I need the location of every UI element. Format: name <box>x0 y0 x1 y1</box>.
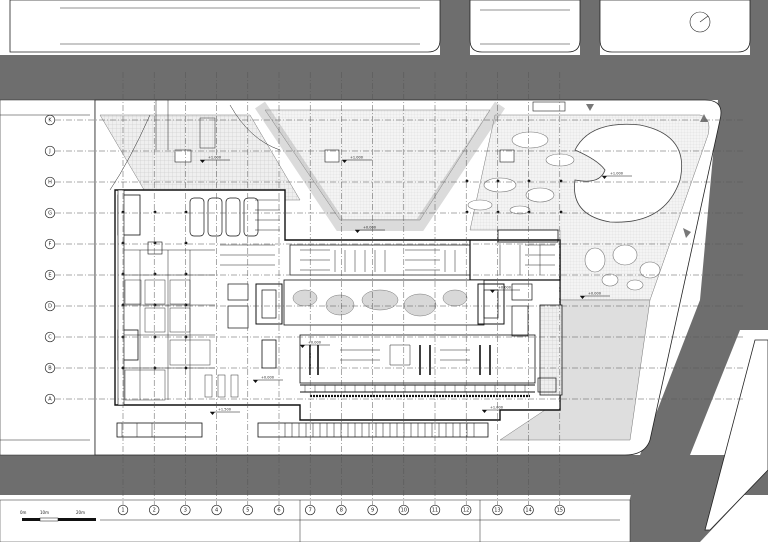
grid-bubble-col-14 <box>523 504 534 516</box>
scale-bar: 0m 10m 20m <box>20 510 96 522</box>
grid-label-row-G: G <box>48 210 52 216</box>
grid-bubble-row-J <box>44 145 56 157</box>
stair-core-west <box>255 283 283 325</box>
grid-bubble-row-H <box>44 176 56 188</box>
grid-bubble-col-8 <box>336 504 347 516</box>
grid-label-col-11: 11 <box>432 507 438 513</box>
grid-label-row-C: C <box>48 334 52 340</box>
road-north-vertical-2 <box>580 0 600 60</box>
grid-label-col-14: 14 <box>525 507 531 513</box>
grid-label-row-H: H <box>48 179 52 185</box>
landscape-islands <box>467 131 661 291</box>
scale-label-1: 10m <box>40 510 49 515</box>
grid-label-col-10: 10 <box>401 507 407 513</box>
level-label: +1.500 <box>218 408 231 412</box>
block-east <box>704 339 768 531</box>
level-label: +0.000 <box>588 292 601 296</box>
kiosk-north <box>532 101 566 112</box>
grid-bubble-row-K <box>44 114 56 126</box>
level-label: +1.000 <box>208 156 221 160</box>
level-label: +0.000 <box>308 341 321 345</box>
grid-label-row-D: D <box>48 303 52 309</box>
grid-bubble-col-12 <box>461 504 472 516</box>
block-north-2 <box>469 0 581 53</box>
grid-label-col-3: 3 <box>184 507 187 513</box>
diagonal-walkway <box>255 101 505 231</box>
main-building <box>114 179 563 438</box>
urban-blocks-north <box>9 0 751 53</box>
scale-label-0: 0m <box>20 510 27 515</box>
ne-rooms <box>497 229 559 393</box>
grid-bubble-col-11 <box>429 504 441 516</box>
plaza-hatched-west <box>99 114 301 201</box>
scale-label-2: 20m <box>76 510 85 515</box>
grid-bubble-row-E <box>44 269 56 281</box>
grid-label-col-9: 9 <box>371 507 374 513</box>
level-label: +0.000 <box>261 376 274 380</box>
level-markers: +1.000 +1.000 +1.000 +0.000 +0.000 +0.00… <box>200 156 632 415</box>
level-label: +1.000 <box>350 156 363 160</box>
grid-bubble-col-15 <box>554 504 565 516</box>
east-wing <box>539 304 563 396</box>
circular-plaza <box>574 123 682 223</box>
desk-area-nw <box>189 197 280 266</box>
road-north <box>0 55 768 100</box>
road-north-vertical <box>440 0 470 60</box>
grid-bubble-col-5 <box>242 504 253 516</box>
grid-bubble-row-F <box>44 238 56 250</box>
grid-bubble-col-7 <box>305 504 316 516</box>
grid-label-col-15: 15 <box>557 507 563 513</box>
grid-bubble-col-9 <box>367 504 378 516</box>
roundabout-mark <box>689 11 711 33</box>
grid-label-col-7: 7 <box>309 507 312 513</box>
plaza-hatched-center <box>264 109 491 221</box>
level-label: +1.000 <box>490 406 503 410</box>
block-north-1 <box>9 0 441 53</box>
south-strip <box>116 422 489 438</box>
grid-label-col-12: 12 <box>463 507 469 513</box>
road-east <box>640 100 768 455</box>
road-northeast <box>750 0 768 60</box>
grid-bubble-col-10 <box>398 504 409 516</box>
grid-bubble-row-B <box>44 362 56 374</box>
grid-label-col-6: 6 <box>277 507 280 513</box>
central-atrium <box>227 240 561 337</box>
level-label: +0.000 <box>498 286 511 290</box>
grid-label-row-K: K <box>48 117 52 123</box>
level-label: +0.000 <box>363 226 376 230</box>
north-arrow-3 <box>683 228 691 238</box>
grid-bubble-row-C <box>44 331 56 343</box>
north-arrow-1 <box>586 104 594 111</box>
grid-label-col-5: 5 <box>246 507 249 513</box>
grid-label-row-E: E <box>48 272 51 278</box>
grid-label-col-2: 2 <box>153 507 156 513</box>
grid-label-col-8: 8 <box>340 507 343 513</box>
grid-bubble-col-4 <box>211 504 222 516</box>
grid-bubble-col-3 <box>180 504 191 516</box>
grid-label-col-4: 4 <box>215 507 218 513</box>
grid-label-row-A: A <box>48 396 52 402</box>
stair-core-east <box>477 283 505 325</box>
grid-bubble-row-D <box>44 300 56 312</box>
block-north-3 <box>599 0 751 53</box>
grid-label-row-B: B <box>48 365 52 371</box>
grid-bubble-col-13 <box>492 504 503 516</box>
grid-label-row-F: F <box>49 241 52 247</box>
grid-bubble-row-A <box>44 393 56 405</box>
grid-bubble-col-2 <box>149 504 160 516</box>
south-hall <box>117 189 536 406</box>
grid-bubble-col-6 <box>273 504 285 516</box>
grid-label-col-1: 1 <box>121 507 124 513</box>
grid-bubble-row-G <box>44 207 56 219</box>
grid-bubble-col-1 <box>117 504 129 516</box>
grid-label-col-13: 13 <box>494 507 500 513</box>
grid-label-row-J: J <box>48 148 50 154</box>
level-label: +1.000 <box>610 172 623 176</box>
